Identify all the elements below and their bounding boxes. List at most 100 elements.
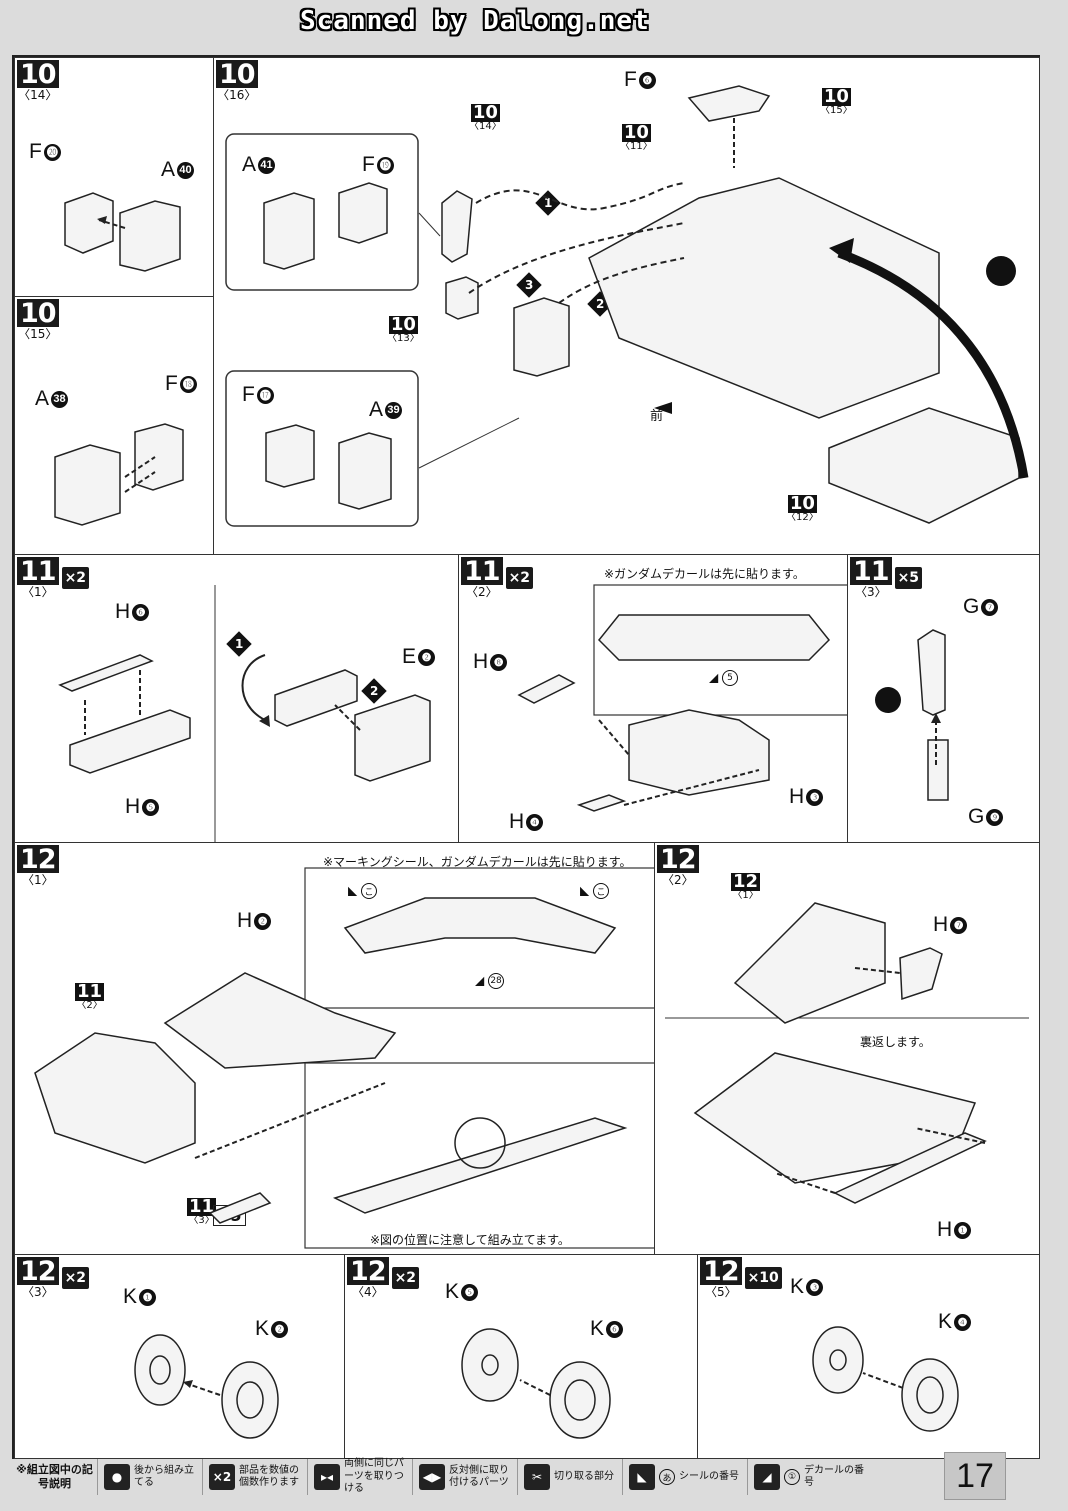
scissors-icon: ✂ [524,1464,550,1490]
multiplier-badge: ×2 [391,1267,420,1289]
decal-instruction-note: ※ガンダムデカールは先に貼ります。 [604,567,805,581]
panel-step-12-1: 12〈1〉 ※マーキングシール、ガンダムデカールは先に貼ります。 ◣ こ ◣ こ… [14,842,656,1256]
reference-12-1: 12〈1〉 [731,871,761,901]
flip-instruction: 裏返します。 [860,1035,931,1049]
reference-10-13: 10〈13〉 [387,314,420,344]
legend-item-sticker: ◣あシールの番号 [622,1459,747,1495]
legend-item-same-both-sides: ▸◂両側に同じパーツを取りつける [307,1458,412,1495]
step-sub: 〈16〉 [217,88,257,102]
legend-title: ※組立図中の記号説明 [16,1462,93,1490]
step-number: 12 [347,1257,389,1285]
both-sides-icon: ▸◂ [314,1464,340,1490]
legend-item-cut-off: ✂切り取る部分 [517,1459,622,1495]
sticker-number-left: ◣ こ [348,883,378,899]
decal-number: ◢ 5 [709,670,739,686]
multiplier-badge: ×2 [505,567,534,589]
reference-10-14: 10〈14〉 [469,102,502,132]
leg-assembly-illustration [665,902,1029,1204]
wheel-illustration [812,1326,959,1432]
step-sub: 〈4〉 [351,1285,384,1299]
step-number: 11 [461,557,503,585]
step-number: 10 [216,60,258,88]
sticker-icon: ◣ [629,1464,655,1490]
reference-11-3: 11〈3〉 [187,1196,217,1226]
part-illustration [875,629,949,801]
reference-11-2: 11〈2〉 [75,981,105,1011]
step-number: 11 [17,557,59,585]
leg-assembly-illustration [34,867,655,1249]
wheel-illustration [461,1328,611,1439]
scanner-credit: Scanned by Dalong.net [300,6,650,36]
step-number: 10 [17,299,59,327]
wheel-illustration [134,1334,279,1439]
step-sub: 〈2〉 [465,585,498,599]
multiplier-badge: ×2 [61,567,90,589]
step-sub: 〈1〉 [21,585,54,599]
step-sub: 〈2〉 [661,873,694,887]
part-illustration [54,423,184,526]
multiplier-badge: ×2 [61,1267,90,1289]
part-illustration [517,584,848,812]
assemble-later-icon: ● [104,1464,130,1490]
step-number: 12 [17,845,59,873]
step-number: 12 [700,1257,742,1285]
part-illustration [64,192,181,272]
step-sub: 〈3〉 [854,585,887,599]
step-sub: 〈3〉 [21,1285,54,1299]
sticker-number-right: ◣ こ [580,883,610,899]
step-number: 10 [17,60,59,88]
multiplier-badge: ×10 [744,1267,782,1289]
step-number: 11 [850,557,892,585]
step-sub: 〈1〉 [21,873,54,887]
step-number: 12 [657,845,699,873]
decal-icon: ◢ [754,1464,780,1490]
step-sub: 〈15〉 [18,327,58,341]
sticker-instruction-note: ※マーキングシール、ガンダムデカールは先に貼ります。 [323,855,632,869]
legend-item-opposite-side: ◀▶反対側に取り付けるパーツ [412,1459,517,1495]
part-illustration [58,585,431,843]
step-sub: 〈5〉 [704,1285,737,1299]
orientation-note: ※図の位置に注意して組み立てます。 [370,1233,570,1247]
multiplier-badge: ×5 [894,567,923,589]
step-sub: 〈14〉 [18,88,58,102]
opposite-side-icon: ◀▶ [419,1464,445,1490]
chassis-assembly-illustration [225,85,1029,527]
front-direction-label: 前 [650,409,664,424]
